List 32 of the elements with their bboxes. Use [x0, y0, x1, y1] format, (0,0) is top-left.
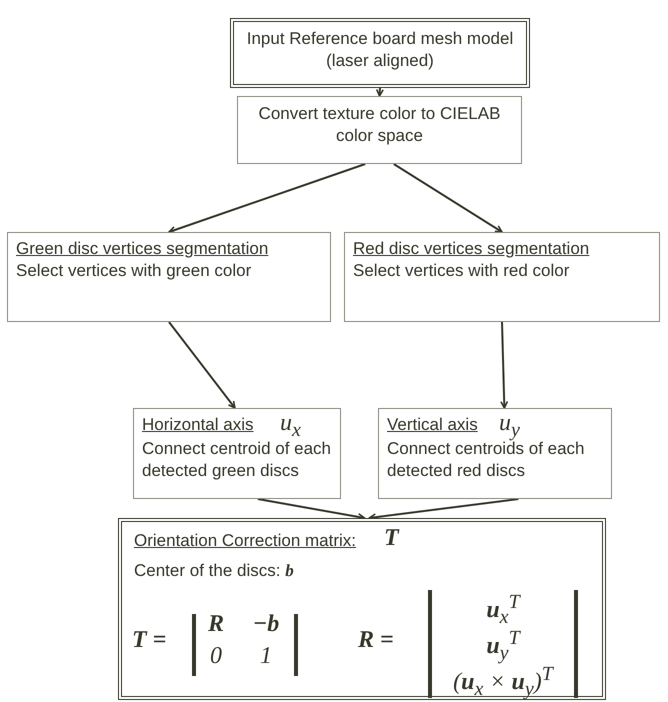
process-box [378, 408, 612, 499]
math-expression: 1 [259, 642, 273, 671]
process-box [237, 96, 522, 164]
math-expression: R [206, 610, 225, 639]
process-box [344, 232, 660, 322]
math-expression: 0 [209, 642, 223, 671]
heading: Vertical axis [387, 414, 478, 436]
heading: Orientation Correction matrix: [134, 530, 356, 552]
heading: Horizontal axis [142, 414, 254, 436]
math-expression: T = [132, 626, 166, 655]
heading: Red disc vertices segmentation [353, 238, 590, 260]
arrow [168, 321, 236, 409]
result-box [118, 518, 606, 700]
text: Connect centroids of each detected red discs [387, 439, 586, 482]
arrow [393, 163, 503, 233]
math-expression: T [384, 524, 399, 553]
text: Convert texture color to CIELAB color space [258, 103, 502, 148]
text: Input Reference board mesh model (laser aligned) [246, 28, 514, 72]
process-box [133, 408, 341, 499]
arrow [500, 322, 508, 409]
arrow [376, 88, 384, 97]
process-box [7, 232, 331, 322]
text: Select vertices with green color [16, 260, 252, 282]
text: Center of the discs: b [134, 560, 294, 582]
text: Select vertices with red color [353, 260, 570, 282]
input-box [230, 18, 530, 88]
math-symbol: u$_{y}$ [499, 409, 520, 442]
arrow [258, 498, 366, 521]
math-expression: −b [252, 610, 280, 639]
arrow [168, 163, 366, 234]
math-expression: R = [358, 626, 394, 655]
heading: Green disc vertices segmentation [16, 238, 270, 260]
